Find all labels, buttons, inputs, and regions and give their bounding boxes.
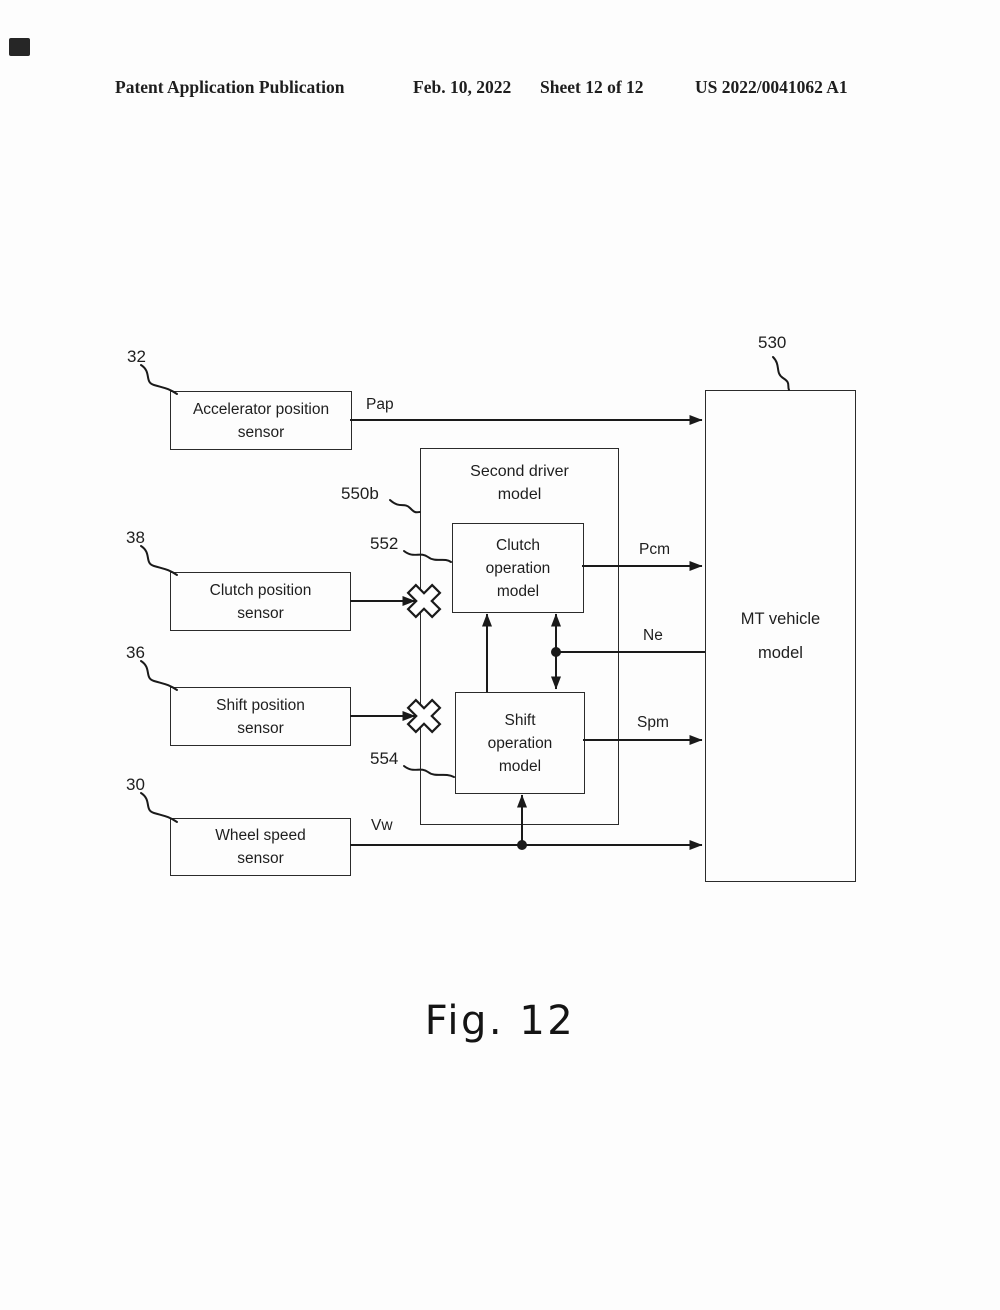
ref-numeral-32: 32 bbox=[127, 347, 146, 366]
signal-label-pap: Pap bbox=[366, 396, 394, 413]
mt-vehicle-model-box: MT vehicle model bbox=[705, 390, 856, 882]
leader-38 bbox=[140, 545, 178, 576]
signal-label-ne: Ne bbox=[643, 627, 663, 644]
box-label-line: sensor bbox=[237, 604, 284, 622]
leader-550b bbox=[389, 499, 421, 514]
scan-artifact bbox=[9, 38, 30, 56]
shift-position-sensor-box: Shift position sensor bbox=[170, 687, 351, 746]
box-label-line: operation bbox=[487, 734, 553, 752]
wheel-speed-sensor-box: Wheel speed sensor bbox=[170, 818, 351, 876]
figure-caption: Fig. 12 bbox=[424, 998, 576, 1044]
ref-numeral-550b: 550b bbox=[341, 484, 379, 503]
leader-32 bbox=[140, 364, 178, 395]
box-label-line: Shift bbox=[504, 711, 536, 729]
clutch-position-sensor-box: Clutch position sensor bbox=[170, 572, 351, 631]
leader-530 bbox=[772, 356, 790, 391]
signal-label-pcm: Pcm bbox=[639, 541, 670, 558]
box-label-line: Accelerator position bbox=[192, 400, 330, 418]
box-label-line: sensor bbox=[237, 850, 284, 867]
ref-numeral-554: 554 bbox=[370, 749, 399, 768]
box-label-line: model bbox=[497, 486, 542, 503]
box-label-line: model bbox=[498, 757, 542, 775]
accelerator-position-sensor-box: Accelerator position sensor bbox=[170, 391, 352, 450]
ref-numeral-30: 30 bbox=[126, 775, 145, 794]
ref-numeral-36: 36 bbox=[126, 643, 145, 662]
vw-junction-dot bbox=[517, 840, 527, 850]
box-label-line: Clutch position bbox=[209, 581, 312, 599]
header-sheet: Sheet 12 of 12 bbox=[540, 77, 644, 97]
box-label-line: sensor bbox=[237, 423, 285, 441]
ref-numeral-552: 552 bbox=[370, 534, 399, 553]
box-label-line: Shift position bbox=[216, 696, 305, 714]
ref-numeral-38: 38 bbox=[126, 528, 145, 547]
clutch-operation-model-box: Clutch operation model bbox=[452, 523, 584, 613]
second-driver-model-box: Second driver model bbox=[420, 448, 619, 825]
header-date: Feb. 10, 2022 bbox=[413, 77, 512, 97]
header-patent-number: US 2022/0041062 A1 bbox=[695, 77, 848, 97]
signal-label-vw: Vw bbox=[371, 817, 393, 834]
header-publication: Patent Application Publication bbox=[115, 77, 345, 97]
shift-operation-model-box: Shift operation model bbox=[455, 692, 585, 794]
box-label-line: Clutch bbox=[496, 536, 540, 554]
box-label-line: model bbox=[496, 582, 540, 600]
box-label-line: Wheel speed bbox=[215, 827, 306, 844]
leader-36 bbox=[140, 660, 178, 691]
box-label-line: operation bbox=[485, 559, 551, 577]
box-label-line: Second driver bbox=[470, 463, 569, 480]
box-label-line: model bbox=[758, 644, 803, 662]
signal-label-spm: Spm bbox=[637, 714, 669, 731]
box-label-line: MT vehicle bbox=[740, 610, 821, 628]
ref-numeral-530: 530 bbox=[758, 333, 787, 352]
box-label-line: sensor bbox=[237, 719, 284, 737]
